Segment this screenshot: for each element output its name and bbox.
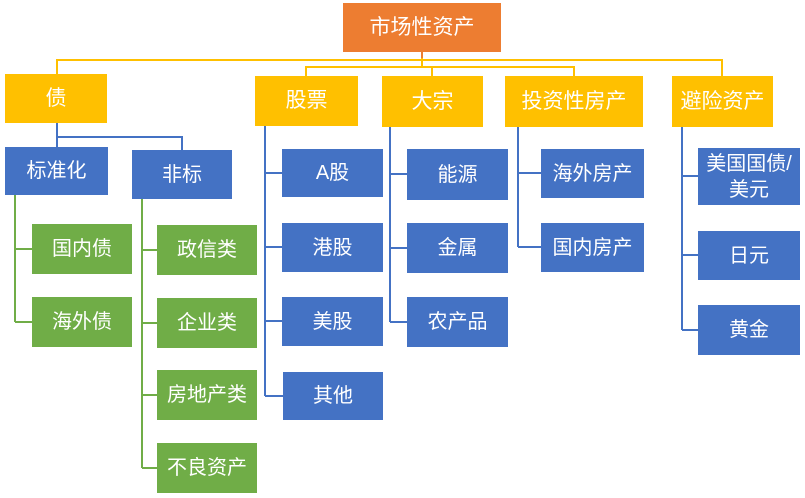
node-commodity: 大宗 [382, 76, 483, 127]
connector-stock-children [264, 126, 283, 397]
node-investment-property: 投资性房产 [505, 76, 643, 127]
node-hk-share: 港股 [282, 223, 383, 272]
node-overseas-bond: 海外债 [32, 297, 132, 347]
node-enterprise: 企业类 [157, 298, 257, 348]
connector-standardized-children [14, 195, 32, 323]
node-stock: 股票 [255, 76, 358, 126]
node-safe-haven: 避险资产 [672, 76, 773, 127]
node-overseas-property: 海外房产 [541, 149, 644, 198]
node-jpy: 日元 [698, 231, 800, 280]
connector-safehaven-children [681, 127, 698, 331]
node-non-standard: 非标 [132, 150, 232, 199]
node-domestic-bond: 国内债 [32, 224, 132, 274]
node-real-estate: 房地产类 [157, 370, 257, 420]
node-gold: 黄金 [698, 305, 800, 355]
node-standardized: 标准化 [5, 147, 108, 195]
connector-bond-to-nonstandard [57, 136, 183, 150]
node-gov-credit: 政信类 [157, 225, 257, 275]
node-npl-assets: 不良资产 [157, 443, 257, 493]
node-market-assets: 市场性资产 [343, 3, 501, 52]
connector-property-children [517, 127, 541, 248]
connector-root-to-bond-safe [56, 59, 723, 76]
node-us-treasury-usd: 美国国债/美元 [698, 148, 800, 205]
node-us-share: 美股 [282, 297, 383, 346]
connector-nonstandard-children [141, 199, 157, 469]
node-domestic-property: 国内房产 [541, 223, 644, 272]
node-agriculture: 农产品 [407, 297, 508, 347]
connector-commodity-children [389, 127, 407, 323]
node-metal: 金属 [407, 223, 508, 273]
node-energy: 能源 [407, 149, 508, 200]
node-bond: 债 [5, 74, 107, 123]
connector-root-to-stock-property [305, 66, 575, 76]
node-a-share: A股 [282, 149, 383, 197]
node-other-share: 其他 [283, 372, 383, 420]
